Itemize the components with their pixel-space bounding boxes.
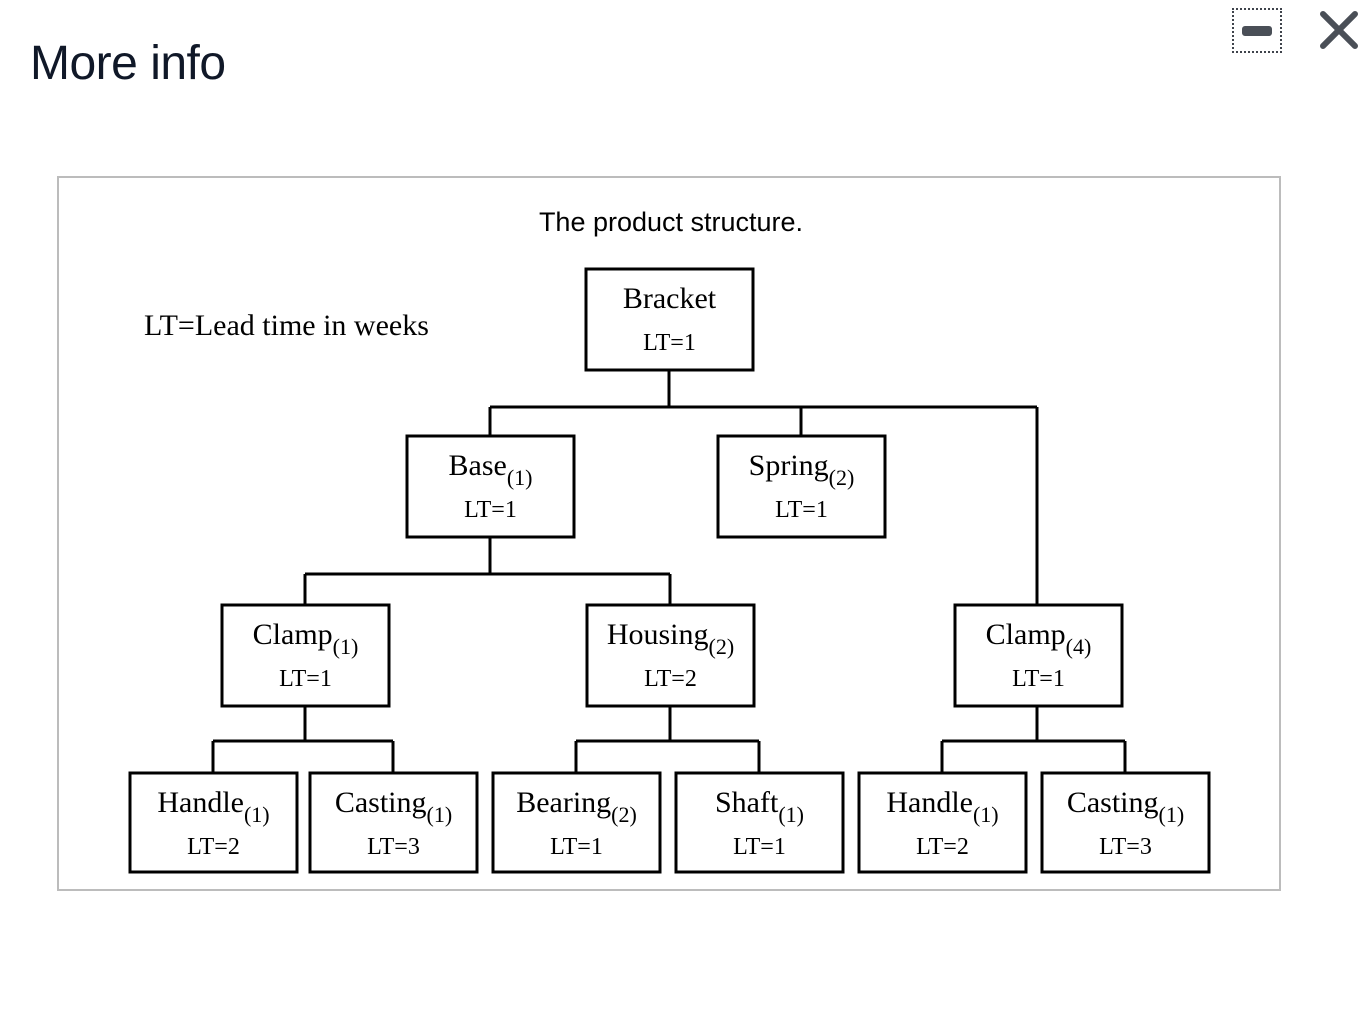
window-controls-bar — [0, 0, 1362, 62]
node-lead-time: LT=1 — [550, 834, 603, 860]
node-layer: BracketLT=1Base(1)LT=1Spring(2)LT=1Clamp… — [128, 267, 1211, 874]
page-title: More info — [30, 37, 226, 90]
node-box — [674, 771, 845, 874]
node-name-text: Bracket — [623, 282, 717, 315]
node-box — [220, 603, 391, 708]
node-name-text: Housing — [607, 618, 709, 651]
node-clamp-a[interactable]: Clamp(1)LT=1 — [220, 603, 391, 708]
node-bearing[interactable]: Bearing(2) LT=1 — [491, 771, 662, 874]
minimize-icon — [1242, 25, 1272, 36]
node-name-text: Handle — [157, 786, 244, 819]
diagram-caption: The product structure. — [539, 207, 803, 237]
node-quantity: (1) — [507, 465, 533, 490]
node-lead-time: LT=1 — [775, 497, 828, 523]
node-spring[interactable]: Spring(2)LT=1 — [716, 434, 887, 539]
node-casting-b[interactable]: Casting(1) LT=3 — [1040, 771, 1211, 874]
node-shaft[interactable]: Shaft(1) LT=1 — [674, 771, 845, 874]
node-box — [857, 771, 1028, 874]
node-name: Clamp(4) — [986, 618, 1092, 659]
node-lead-time: LT=1 — [464, 497, 517, 523]
node-lead-time: LT=1 — [643, 330, 696, 356]
node-lead-time: LT=1 — [733, 834, 786, 860]
node-name: Base(1) — [449, 449, 533, 490]
node-name-text: Casting — [1067, 786, 1159, 819]
node-box — [716, 434, 887, 539]
node-lead-time: LT=2 — [644, 666, 697, 692]
node-quantity: (1) — [333, 634, 359, 659]
node-lead-time: LT=3 — [1099, 834, 1152, 860]
node-lead-time: LT=1 — [279, 666, 332, 692]
node-name-text: Handle — [886, 786, 973, 819]
node-quantity: (2) — [611, 802, 637, 827]
node-lead-time: LT=2 — [187, 834, 240, 860]
node-box — [584, 267, 755, 372]
node-handle-a[interactable]: Handle(1)LT=2 — [128, 771, 299, 874]
node-name-text: Clamp — [986, 618, 1066, 651]
node-name: Shaft(1) — [715, 786, 804, 827]
node-box — [491, 771, 662, 874]
node-name: Casting(1) — [1067, 786, 1184, 827]
node-quantity: (2) — [829, 465, 855, 490]
node-lead-time: LT=3 — [367, 834, 420, 860]
node-name: Handle(1) — [157, 786, 269, 827]
node-box — [585, 603, 756, 708]
node-quantity: (1) — [1159, 802, 1185, 827]
node-casting-a[interactable]: Casting(1) LT=3 — [308, 771, 479, 874]
node-quantity: (1) — [973, 802, 999, 827]
node-clamp-b[interactable]: Clamp(4)LT=1 — [953, 603, 1124, 708]
node-name: Clamp(1) — [253, 618, 359, 659]
node-housing[interactable]: Housing(2) LT=2 — [585, 603, 756, 708]
node-name-text: Bearing — [516, 786, 611, 819]
node-lead-time: LT=2 — [916, 834, 969, 860]
node-name: Handle(1) — [886, 786, 998, 827]
node-box — [128, 771, 299, 874]
node-box — [1040, 771, 1211, 874]
node-quantity: (1) — [778, 802, 804, 827]
diagram-panel: The product structure. LT=Lead time in w… — [57, 176, 1281, 891]
node-box — [308, 771, 479, 874]
node-name: Spring(2) — [749, 449, 855, 490]
node-box — [953, 603, 1124, 708]
diagram-legend: LT=Lead time in weeks — [144, 309, 429, 342]
minimize-button[interactable] — [1232, 8, 1282, 53]
node-handle-b[interactable]: Handle(1)LT=2 — [857, 771, 1028, 874]
node-name: Bearing(2) — [516, 786, 637, 827]
node-name-text: Clamp — [253, 618, 333, 651]
node-box — [405, 434, 576, 539]
node-name-text: Casting — [335, 786, 427, 819]
node-name: Housing(2) — [607, 618, 734, 659]
close-icon — [1320, 11, 1358, 49]
node-name-text: Shaft — [715, 786, 779, 819]
node-base[interactable]: Base(1) LT=1 — [405, 434, 576, 539]
product-structure-diagram: The product structure. LT=Lead time in w… — [128, 207, 1211, 874]
node-quantity: (2) — [709, 634, 735, 659]
node-lead-time: LT=1 — [1012, 666, 1065, 692]
node-name: Bracket — [623, 282, 717, 315]
node-quantity: (1) — [427, 802, 453, 827]
node-name-text: Spring — [749, 449, 829, 482]
node-quantity: (4) — [1066, 634, 1092, 659]
node-name: Casting(1) — [335, 786, 452, 827]
node-quantity: (1) — [244, 802, 270, 827]
node-name-text: Base — [449, 449, 507, 482]
connector-layer — [211, 370, 1127, 773]
close-button[interactable] — [1316, 5, 1362, 55]
